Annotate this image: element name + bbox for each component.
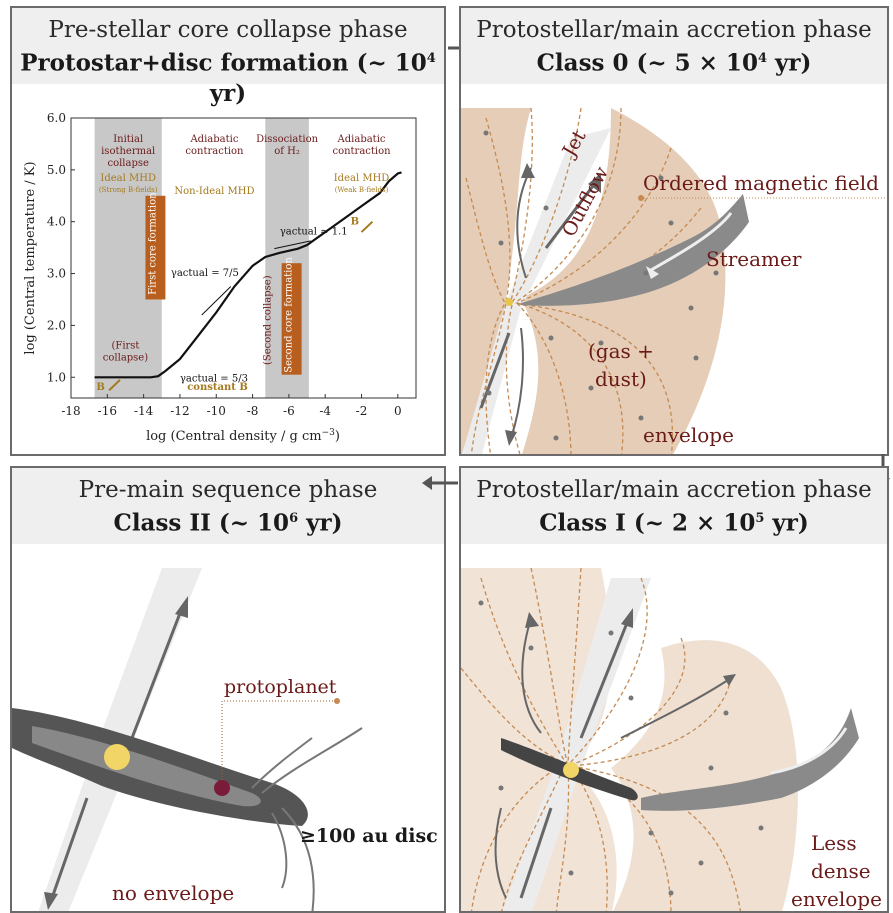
panel-class-ii: protoplanet ≥100 au disc no envelope Pre… [10,466,446,913]
jet-cone [506,128,611,308]
gamma-53-label: γactual = 5/3 [180,373,248,384]
label-magnetic-field: Ordered magnetic field [643,171,879,195]
gamma-75-label: γactual = 7/5 [171,268,239,279]
dust-grains [483,130,719,441]
panel-title: Protostellar/main accretion phase [476,17,872,43]
label-disc-size: ≥100 au disc [300,825,438,847]
panel-subtitle: Class II (~ 106 yr) [113,509,343,537]
annotation-region-1-b: (Strong B-fields) [99,186,158,194]
panel-header: Pre-main sequence phase Class II (~ 106 … [12,468,444,544]
y-tick-label: 1.0 [47,370,66,384]
b-arrow [108,379,121,391]
first-collapse-label: collapse) [103,353,148,364]
label-streamer: Streamer [706,247,802,271]
streamer [521,194,749,306]
y-axis-label: log (Central temperature / K) [23,161,38,354]
annotation-region-4: Adiabatic [337,134,386,145]
annotation-region-3: Dissociation [256,134,318,145]
panel-header: Protostellar/main accretion phase Class … [461,468,887,544]
annotation-region-4-mhd: Ideal MHD [334,173,390,184]
class0-illustration: Jet Outflow Ordered magnetic field Strea… [461,107,887,454]
annotation-region-2: contraction [185,146,244,157]
x-tick-label: -10 [207,404,226,418]
y-tick-label: 6.0 [47,111,66,125]
flow-arrow-left [422,476,458,490]
y-tick-label: 3.0 [47,267,66,281]
b-arrow-label: B [96,382,104,393]
jet-cone [92,568,202,768]
annotation-region-1: Initial [113,134,143,145]
magnetic-field-lines [465,107,702,454]
second-core-box [281,263,302,375]
class1-illustration: Less dense envelope [461,567,882,911]
panel-title: Protostellar/main accretion phase [476,477,872,503]
panel-class-i: Less dense envelope Protostellar/main ac… [459,466,889,913]
y-tick-label: 5.0 [47,163,66,177]
first-core-label: First core formation [147,192,158,295]
plot-frame [70,117,417,399]
x-tick-label: -6 [283,404,295,418]
annotation-region-1: isothermal [101,146,155,157]
annotation-region-4-b: (Weak B-fields) [335,186,389,194]
label-dust: dust) [595,367,647,391]
x-tick-label: -4 [319,404,331,418]
x-tick-label: -18 [61,404,80,418]
jet-arrow [544,177,601,249]
second-core-label: Second core formation [284,257,295,373]
temperature-curve [94,171,402,379]
annotation-region-1-mhd: Ideal MHD [100,173,156,184]
panel-title: Pre-main sequence phase [78,477,378,503]
annotation-region-1: collapse [107,158,149,169]
first-collapse-label: (First [111,341,139,352]
panel-subtitle: Protostar+disc formation (~ 104 yr) [20,49,436,107]
first-core-box [145,195,166,300]
x-tick-label: -16 [98,404,117,418]
panel-class-0: Jet Outflow Ordered magnetic field Strea… [459,6,889,456]
second-collapse-label: (Second collapse) [263,275,274,365]
panel-header: Protostellar/main accretion phase Class … [461,8,887,84]
panel-subtitle: Class 0 (~ 5 × 104 yr) [536,49,812,77]
slope-indicator [274,240,311,250]
protostar [104,744,130,770]
panel-header: Pre-stellar core collapse phase Protosta… [12,8,444,107]
x-axis-label: log (Central density / g cm−3) [146,428,340,444]
class2-illustration: protoplanet ≥100 au disc no envelope [12,568,438,911]
label-protoplanet: protoplanet [224,676,337,698]
annotation-region-4: contraction [332,146,391,157]
panel-subtitle: Class I (~ 2 × 105 yr) [539,509,809,537]
b-arrow [360,220,374,233]
y-tick-label: 2.0 [47,318,66,332]
protoplanet-dot [214,780,230,796]
label-gas: (gas + [588,339,654,363]
label-less: Less [811,831,857,855]
annotation-region-2-mhd: Non-Ideal MHD [174,186,254,197]
label-envelope: envelope [791,887,882,911]
constant-b-label: constant B [187,382,248,393]
x-tick-label: 0 [394,404,402,418]
label-envelope: envelope [643,423,734,447]
temperature-density-chart: -18 -16 -14 -12 -10 -8 -6 -4 -2 0 1.0 2.0 3.0 4.0 5.0 6… [23,111,417,444]
class1-envelope [461,568,617,911]
gamma-11-label: γactual ≈ 1.1 [280,227,348,238]
x-tick-label: -12 [170,404,189,418]
y-tick-label: 4.0 [47,215,66,229]
annotation-region-3: of H₂ [274,146,300,157]
slope-indicator [201,286,232,316]
x-tick-label: -14 [134,404,154,418]
annotation-region-2: Adiabatic [189,134,238,145]
b-arrow-label: B [351,216,359,227]
x-tick-label: -8 [247,404,259,418]
label-dense: dense [811,859,871,883]
label-no-envelope: no envelope [112,881,234,905]
panel-prestellar: Pre-stellar core collapse phase Protosta… [10,6,446,456]
x-tick-label: -2 [356,404,368,418]
panel-title: Pre-stellar core collapse phase [48,17,408,43]
